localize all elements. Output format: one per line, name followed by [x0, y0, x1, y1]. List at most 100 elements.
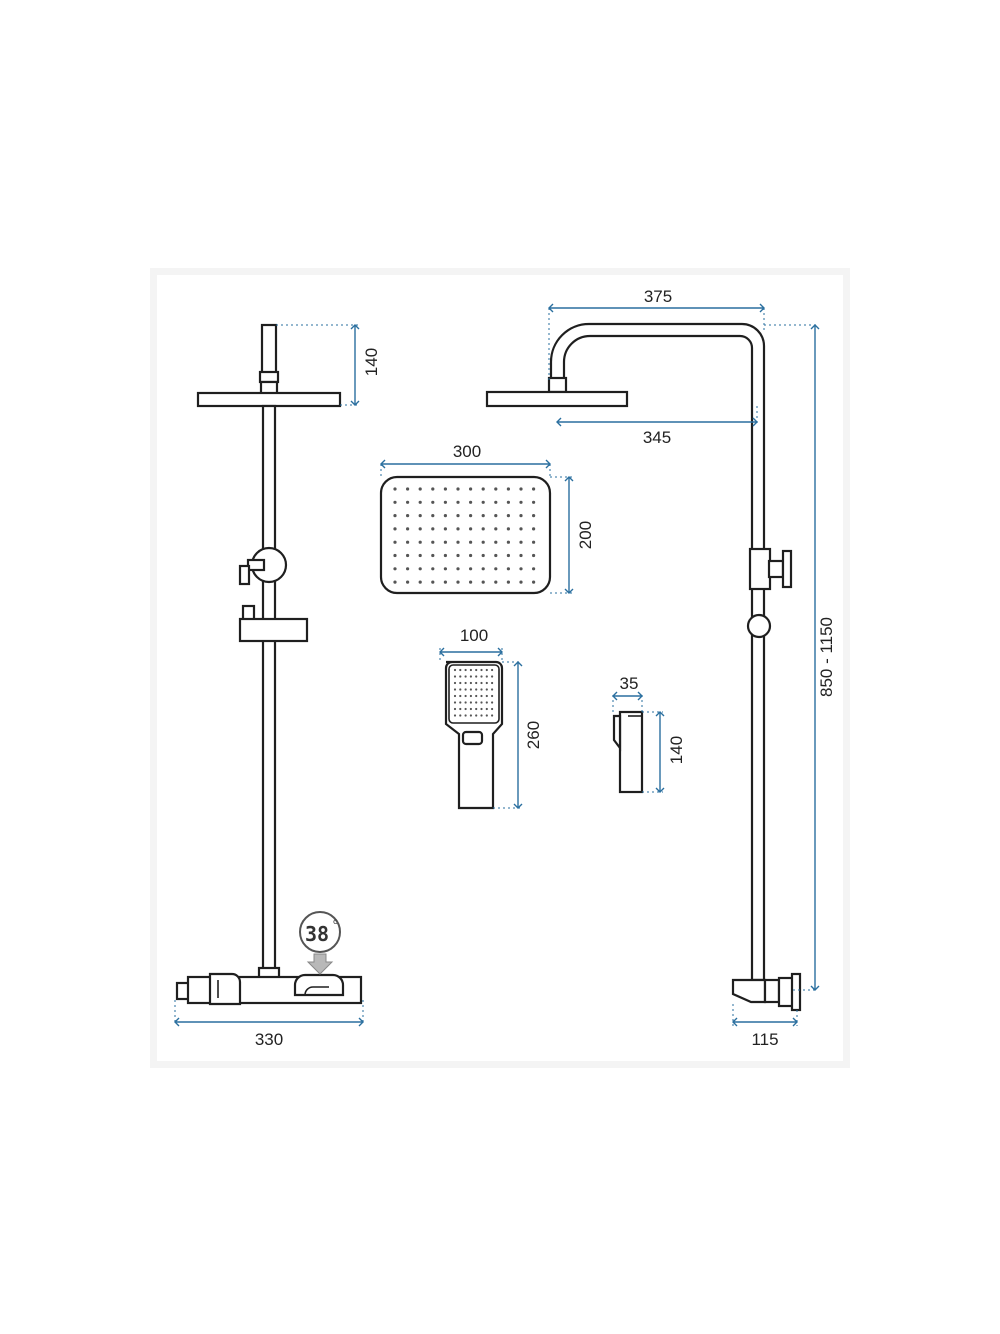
hand-shower-nozzle	[469, 701, 472, 704]
rain-head-nozzle	[431, 527, 435, 531]
rain-head-nozzle	[494, 567, 498, 571]
rain-head-nozzle	[393, 567, 397, 571]
rain-head-nozzle	[494, 500, 498, 504]
rain-head-nozzle	[506, 527, 510, 531]
hand-shower-nozzle	[485, 675, 488, 678]
hand-shower-nozzle	[469, 681, 472, 685]
rain-head-nozzle	[519, 527, 523, 531]
hand-shower-nozzle	[491, 681, 494, 685]
front-top-pipe	[260, 323, 278, 377]
front-width-label: 330	[255, 1030, 283, 1049]
rain-head-nozzle	[418, 500, 422, 504]
rain-head-nozzle	[456, 580, 460, 584]
rain-head-nozzle	[393, 540, 397, 544]
rain-head-nozzle	[494, 540, 498, 544]
rain-head-nozzle	[393, 514, 397, 518]
rain-head-nozzle	[443, 540, 447, 544]
hand-shower-nozzle	[459, 707, 462, 711]
rain-head-nozzle	[519, 514, 523, 518]
hand-shower-nozzle	[491, 714, 494, 717]
front-sliding-holder	[238, 617, 309, 643]
hand-shower-nozzle	[491, 701, 494, 704]
hand-shower-nozzle	[469, 675, 472, 678]
rain-head-nozzle	[481, 553, 485, 558]
rain-head-nozzle	[481, 540, 485, 544]
rain-head-nozzle	[431, 514, 435, 518]
hand-shower-nozzle	[480, 694, 483, 698]
rain-head-nozzle	[481, 514, 485, 518]
down-arrow-icon	[306, 953, 334, 975]
rain-head-nozzle	[481, 527, 485, 531]
hand-shower-nozzle	[491, 694, 494, 698]
rain-head-nozzle	[443, 567, 447, 571]
hand-shower-nozzle	[453, 714, 457, 717]
rain-head-nozzle	[431, 487, 435, 491]
rain-head-nozzle	[443, 500, 447, 504]
rain-head-nozzle	[431, 540, 435, 544]
hand-shower-nozzle	[459, 681, 462, 685]
rain-head-nozzle	[532, 487, 536, 491]
hand-shower-nozzle	[459, 668, 462, 672]
holder-width-label: 35	[620, 674, 639, 693]
hand-shower-nozzle	[480, 714, 483, 717]
temperature-display	[299, 911, 341, 953]
rain-head-nozzle	[393, 500, 397, 504]
hand-shower-nozzle	[480, 688, 483, 691]
rain-head-nozzle	[393, 580, 397, 584]
hand-shower-nozzle	[480, 668, 483, 672]
rain-head-nozzle	[532, 527, 536, 531]
rain-head-nozzle	[418, 567, 422, 571]
rain-head-nozzle	[443, 527, 447, 531]
hand-shower-nozzle	[491, 688, 494, 691]
rain-head-nozzle	[494, 487, 498, 491]
hand-shower-nozzle	[469, 707, 472, 711]
rain-head-nozzle	[532, 567, 536, 571]
hand-shower-nozzle	[475, 701, 478, 704]
rain-head-nozzle	[406, 487, 410, 491]
hand-shower-nozzle	[475, 668, 478, 672]
rain-head-nozzle	[406, 500, 410, 504]
hand-shower-nozzle	[469, 668, 472, 672]
hand-shower-nozzle	[485, 701, 488, 704]
rain-head-nozzle	[456, 487, 460, 491]
rain-head-nozzle	[456, 553, 460, 558]
rain-head-nozzle	[506, 553, 510, 558]
hand-shower-nozzle	[453, 707, 457, 711]
hand-shower-nozzle	[485, 681, 488, 685]
rain-head-nozzle	[481, 487, 485, 491]
front-rain-shower-head	[196, 391, 342, 408]
rain-head-nozzle	[532, 500, 536, 504]
hand-width-label: 100	[460, 626, 488, 645]
rain-head-nozzle	[519, 580, 523, 584]
side-thermostat-body	[731, 978, 767, 1004]
rain-head-nozzle	[406, 553, 410, 558]
rain-head-nozzle	[494, 514, 498, 518]
side-diverter	[748, 547, 772, 591]
hand-shower-nozzle	[480, 681, 483, 685]
hand-shower-nozzle	[475, 694, 478, 698]
rain-head-nozzle	[406, 580, 410, 584]
rain-head-nozzle	[469, 553, 473, 558]
rain-head-nozzle	[494, 580, 498, 584]
hand-shower-nozzle	[453, 701, 457, 704]
rain-head-nozzle	[519, 553, 523, 558]
hand-shower-nozzle	[453, 675, 457, 678]
rain-head-nozzle	[443, 580, 447, 584]
rain-head-nozzle	[456, 527, 460, 531]
rain-head-nozzle	[418, 580, 422, 584]
hand-shower-nozzle	[459, 701, 462, 704]
hand-shower-nozzle	[469, 694, 472, 698]
rain-head-nozzle	[443, 553, 447, 558]
front-view: 38 c 140 330	[174, 323, 381, 1049]
front-riser-pipe	[261, 404, 277, 978]
head-depth-label: 200	[576, 521, 595, 549]
rain-head-nozzle	[418, 540, 422, 544]
temperature-unit: c	[333, 917, 337, 926]
hand-shower-nozzle	[491, 675, 494, 678]
hand-shower-nozzle	[453, 688, 457, 691]
rain-head-nozzle	[418, 553, 422, 558]
rain-head-nozzle	[469, 500, 473, 504]
hand-shower-nozzle	[485, 668, 488, 672]
rain-head-nozzle	[532, 553, 536, 558]
